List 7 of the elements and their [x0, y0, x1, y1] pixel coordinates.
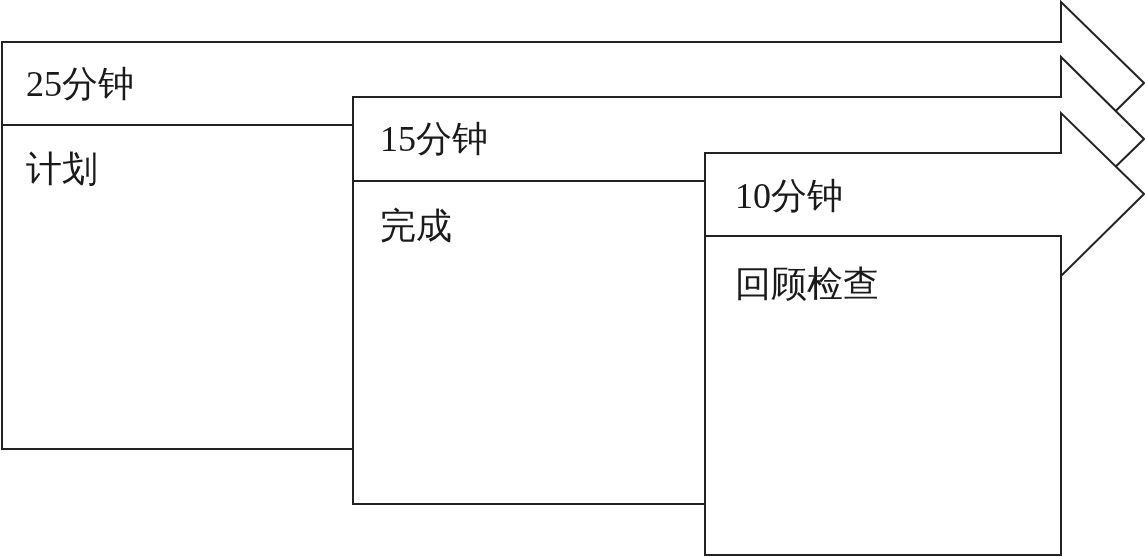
step-arrow [705, 113, 1144, 555]
duration-label: 15分钟 [380, 121, 488, 157]
step-label: 完成 [380, 208, 452, 244]
step-label: 计划 [26, 151, 98, 187]
step-label: 回顾检查 [735, 266, 879, 302]
duration-label: 25分钟 [26, 66, 134, 102]
duration-label: 10分钟 [735, 178, 843, 214]
